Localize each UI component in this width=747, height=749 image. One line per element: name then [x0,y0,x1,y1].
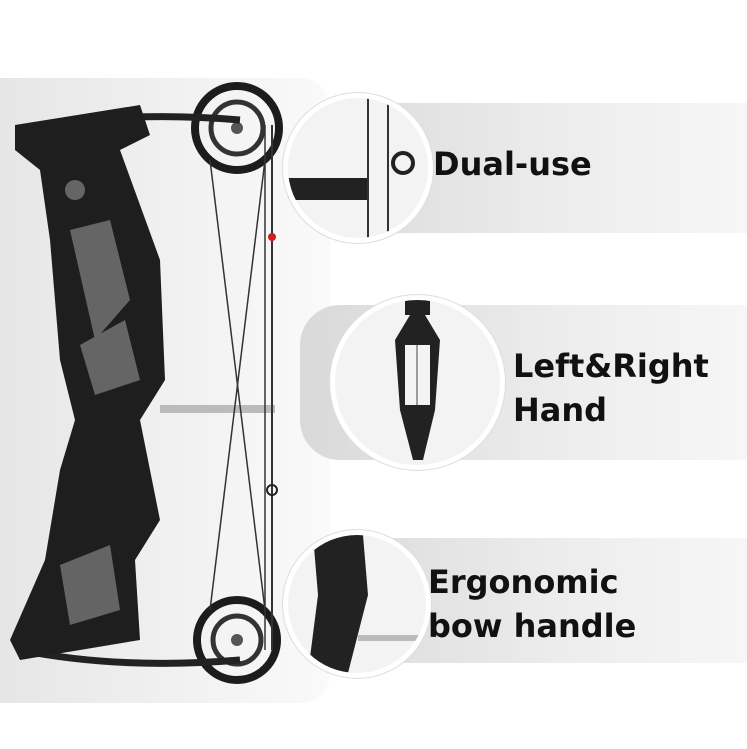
upper-cam [191,82,283,174]
callout-title: Dual-use [433,145,592,183]
callout-title: Left&Right [513,347,709,385]
riser [10,105,165,660]
lower-cam [193,596,281,684]
detail-circle-dual-use [283,93,433,243]
detail-circle-left-right-hand [330,295,505,470]
callout-left-right-hand: Left&Right Hand [513,344,709,432]
callout-title: Ergonomic [428,563,619,601]
detail-circle-ergonomic-handle [283,530,431,678]
callout-dual-use: Dual-use [433,142,592,186]
callout-ergonomic-handle: Ergonomic bow handle [428,560,636,648]
callout-subtitle: Hand [513,391,608,429]
callout-subtitle: bow handle [428,607,637,645]
